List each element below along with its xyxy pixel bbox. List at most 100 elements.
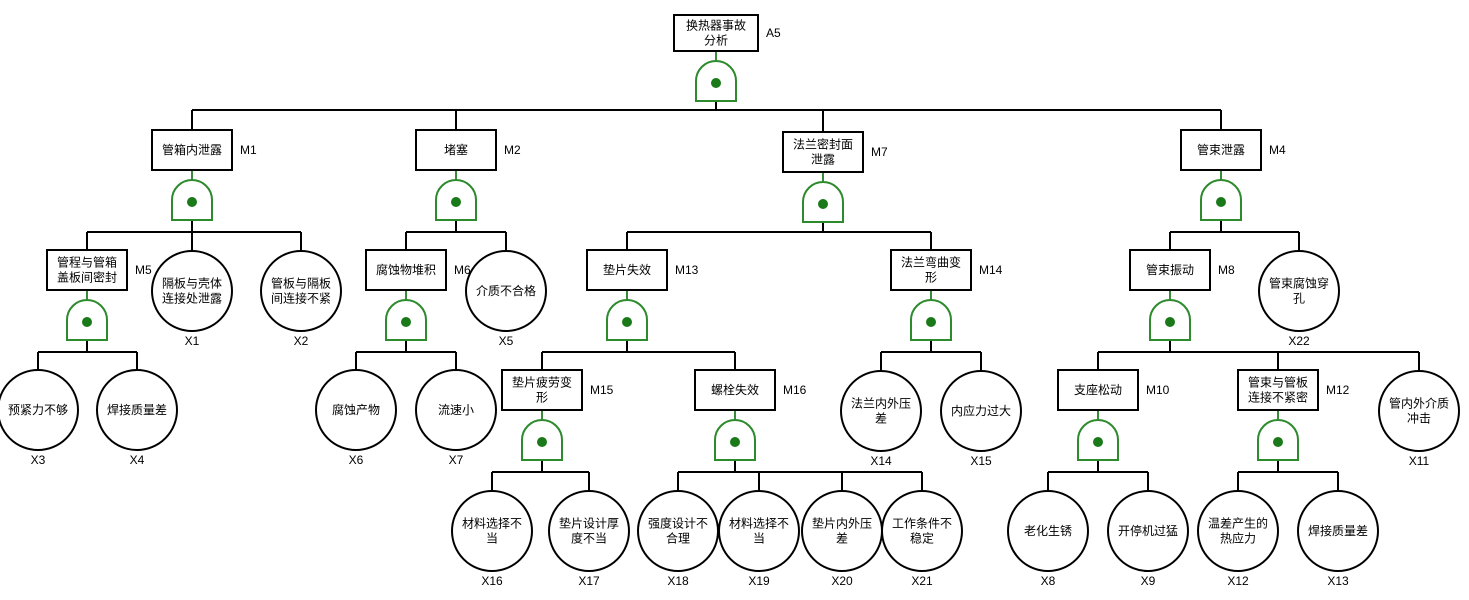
and-gate-dot (401, 317, 411, 327)
and-gate-icon (1149, 299, 1191, 341)
event-label: 流速小 (438, 403, 474, 417)
event-label: 管束振动 (1146, 262, 1194, 277)
and-gate-icon (66, 299, 108, 341)
event-id: X13 (1327, 574, 1349, 588)
basic-event-circle (1197, 490, 1279, 572)
event-label: 形 (536, 391, 548, 405)
event-label: 冲击 (1407, 411, 1431, 426)
event-id: X11 (1409, 454, 1430, 468)
and-gate-icon (714, 419, 756, 461)
event-id: X12 (1227, 574, 1249, 588)
event-label: 预紧力不够 (8, 403, 68, 417)
event-label: 法兰内外压 (851, 397, 911, 411)
event-label: 连接处泄露 (162, 291, 222, 306)
event-label: 管束与管板 (1248, 375, 1308, 390)
and-gate-dot (451, 197, 461, 207)
event-id: M7 (871, 145, 888, 159)
event-box (46, 249, 128, 291)
and-gate-icon (1077, 419, 1119, 461)
intermediate-event[interactable]: 支座松动 M10 (1057, 369, 1170, 411)
and-gate-dot (1093, 437, 1103, 447)
and-gate-dot (537, 437, 547, 447)
event-label: 内应力过大 (951, 403, 1011, 418)
event-label: 支座松动 (1074, 382, 1122, 397)
event-label: 法兰弯曲变 (901, 255, 961, 270)
event-label: 管内外介质 (1389, 396, 1449, 411)
event-box (782, 131, 864, 173)
event-label: 管束腐蚀穿 (1269, 276, 1329, 291)
basic-event-circle (718, 490, 800, 572)
event-id: M1 (240, 143, 257, 157)
connector-lines (37, 51, 1420, 491)
event-label: 法兰密封面 (793, 137, 853, 152)
basic-event-circle (1378, 370, 1460, 452)
event-id: X18 (667, 574, 689, 588)
and-gate-icon (171, 179, 213, 221)
event-label: 螺栓失效 (711, 382, 759, 397)
event-label: 焊接质量差 (107, 402, 167, 417)
event-label: 间连接不紧 (271, 291, 331, 306)
event-box (365, 249, 447, 291)
event-id: M10 (1146, 383, 1170, 397)
event-label: 垫片失效 (603, 262, 651, 277)
basic-event[interactable]: 焊接质量差 X4 (96, 369, 178, 467)
event-label: 当 (753, 532, 765, 546)
basic-event-circle (840, 370, 922, 452)
event-id: X19 (748, 574, 770, 588)
event-id: X4 (130, 453, 145, 467)
and-gate-dot (622, 317, 632, 327)
and-gate-icon (521, 419, 563, 461)
and-gate-dot (926, 317, 936, 327)
event-box (694, 369, 776, 411)
event-label: 盖板间密封 (57, 270, 117, 285)
and-gate-dot (1216, 197, 1226, 207)
event-label: 度不当 (571, 531, 607, 546)
event-label: 合理 (666, 531, 690, 546)
basic-event-circle (315, 369, 397, 451)
event-box (501, 369, 583, 411)
and-gate-dot (1165, 317, 1175, 327)
and-gate-dot (711, 78, 721, 88)
basic-event-circle (548, 490, 630, 572)
event-label: 温差产生的 (1208, 516, 1268, 531)
basic-event-circle (1297, 490, 1379, 572)
event-id: X16 (481, 574, 503, 588)
event-id: A5 (766, 26, 781, 40)
basic-event-circle (451, 490, 533, 572)
